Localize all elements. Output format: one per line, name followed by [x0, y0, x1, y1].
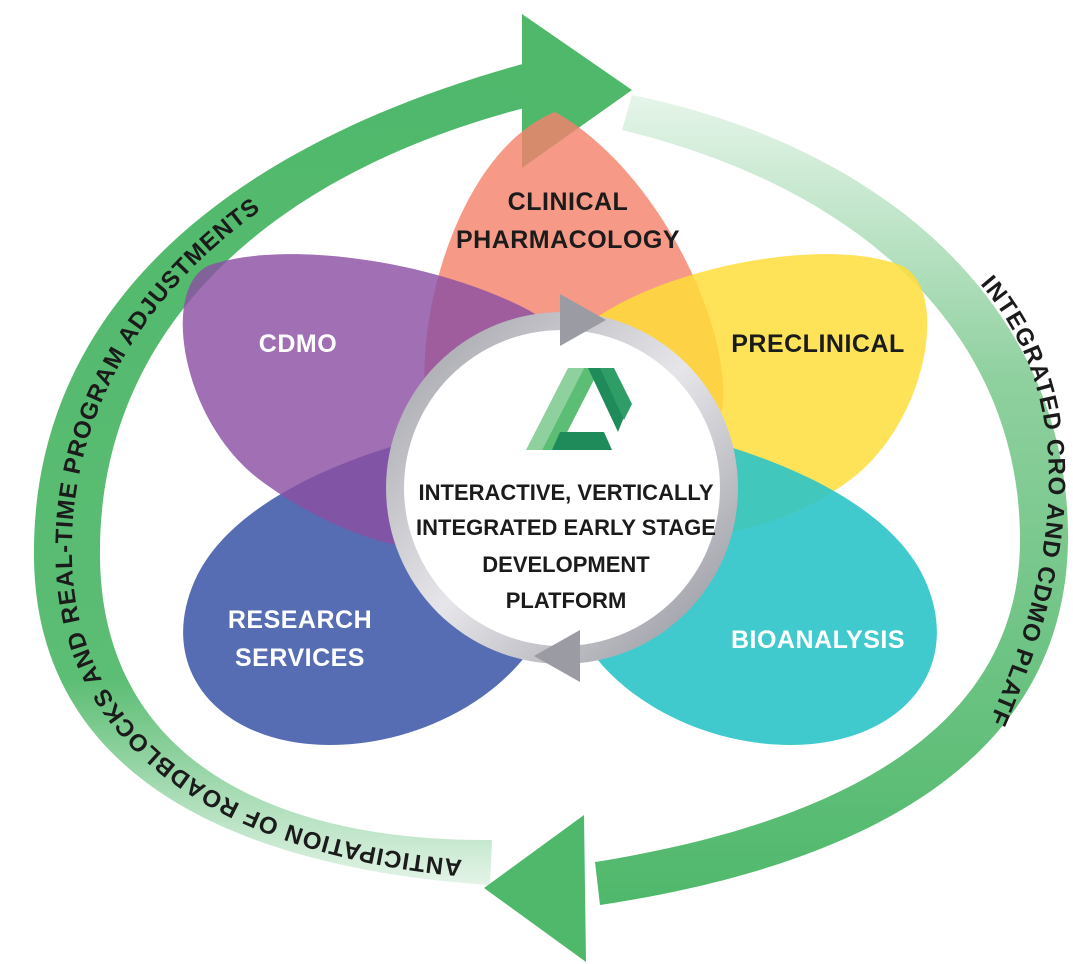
inner-top-arrowhead: [560, 294, 606, 346]
label-clinical-line1: CLINICAL: [508, 188, 629, 216]
inner-disc: [404, 330, 720, 646]
center-line3: DEVELOPMENT: [482, 552, 650, 577]
label-research-line1: RESEARCH: [228, 606, 372, 634]
center-line4: PLATFORM: [506, 588, 627, 613]
label-cdmo: CDMO: [259, 330, 337, 358]
label-preclinical: PRECLINICAL: [731, 330, 905, 358]
label-bioanalysis: BIOANALYSIS: [731, 626, 905, 654]
bottom-arrowhead: [484, 815, 586, 962]
outer-right-band: [595, 95, 1069, 905]
center-line1: INTERACTIVE, VERTICALLY: [419, 480, 714, 505]
label-clinical-line2: PHARMACOLOGY: [456, 226, 680, 254]
inner-hub: [386, 294, 738, 682]
outer-left-band: [33, 62, 540, 885]
label-research-line2: SERVICES: [235, 644, 365, 672]
center-line2: INTEGRATED EARLY STAGE: [416, 515, 716, 540]
a-letter-logo-icon: [526, 368, 632, 450]
inner-bottom-arrowhead: [534, 630, 580, 682]
